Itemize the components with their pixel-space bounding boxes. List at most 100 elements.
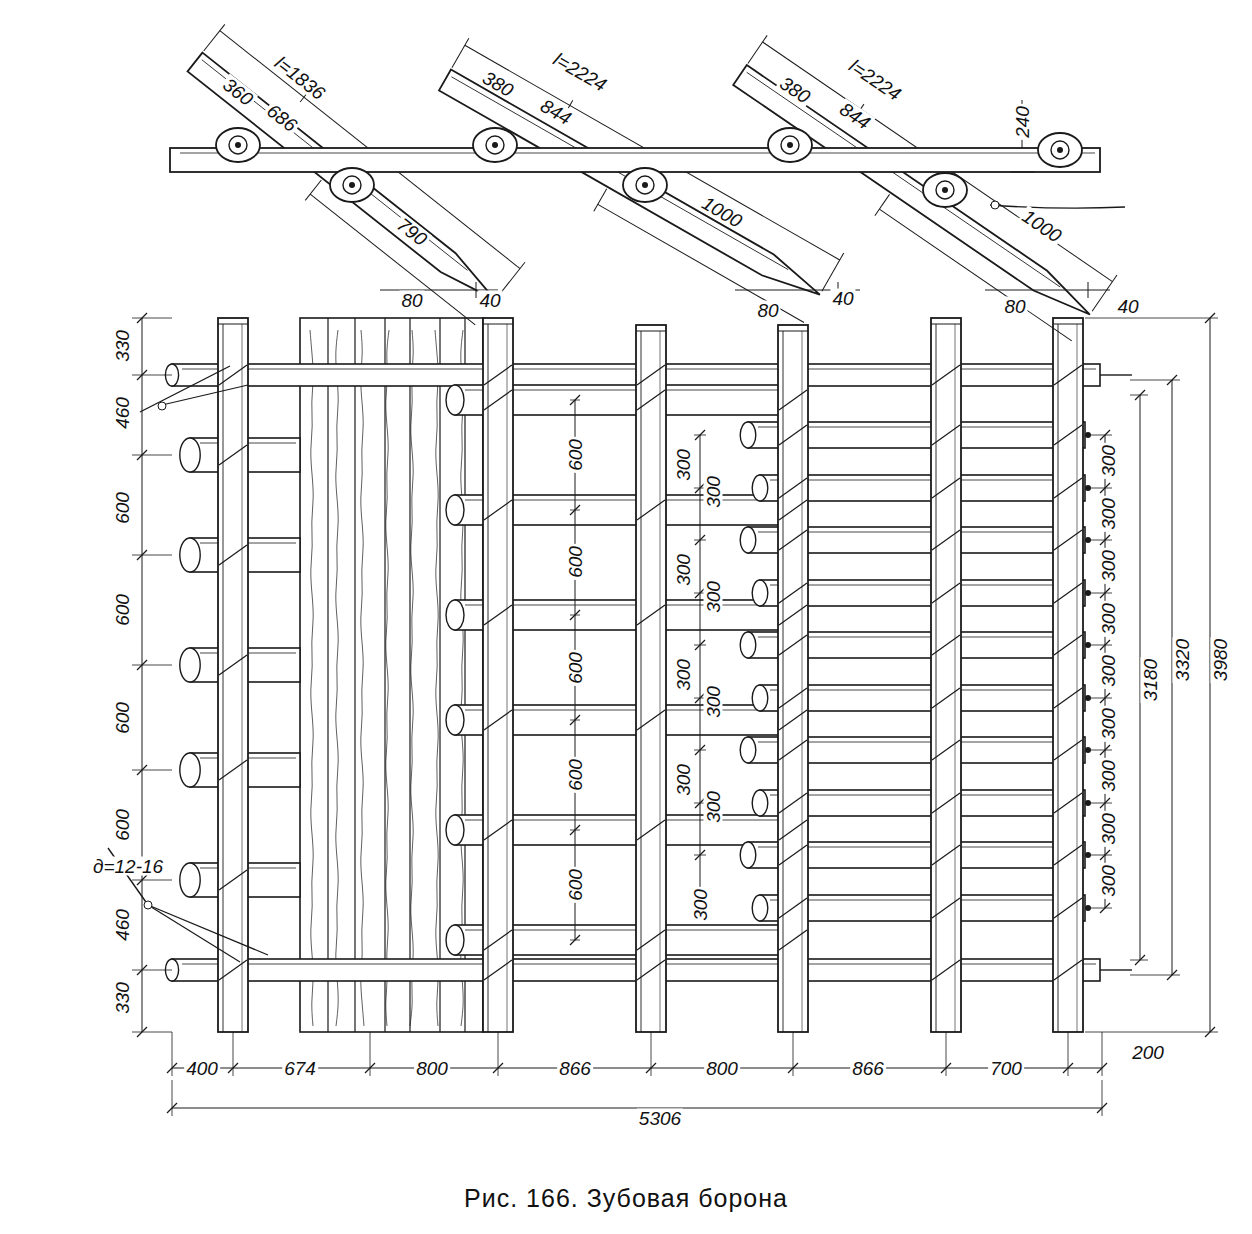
draw-bar bbox=[717, 35, 1117, 347]
dimension-label: 300 bbox=[674, 762, 693, 798]
drawing-line bbox=[695, 850, 705, 860]
figure-caption: Рис. 166. Зубовая борона bbox=[464, 1184, 788, 1213]
drawing-line bbox=[137, 313, 147, 323]
drawing-line bbox=[637, 710, 665, 730]
drawing-line bbox=[1054, 793, 1082, 813]
drawing-line bbox=[1054, 530, 1082, 550]
drawing-line bbox=[779, 500, 807, 520]
drawing-line bbox=[476, 282, 477, 298]
drawing-line bbox=[1100, 374, 1132, 375]
drawing-line bbox=[148, 905, 268, 955]
drawing-line bbox=[931, 324, 961, 325]
dimension-label: 300 bbox=[704, 789, 723, 825]
drawing-line bbox=[439, 318, 440, 1032]
drawing-line bbox=[985, 290, 1110, 291]
drawing-line bbox=[327, 318, 328, 1032]
drawing-line bbox=[132, 555, 172, 556]
drawing-line bbox=[695, 430, 705, 440]
clamp bbox=[1038, 133, 1082, 167]
drawing-line bbox=[932, 365, 960, 385]
drawing-line bbox=[779, 845, 807, 865]
drawing-line bbox=[204, 24, 225, 51]
drawing-line bbox=[218, 324, 248, 325]
drawing-line bbox=[1085, 1032, 1218, 1033]
drawing-line bbox=[1100, 535, 1110, 545]
dimension-label: 460 bbox=[113, 395, 132, 431]
drawing-line bbox=[788, 1063, 798, 1073]
drawing-line bbox=[384, 318, 385, 1032]
dimension-label: 3980 bbox=[1211, 637, 1230, 683]
drawing-line bbox=[1090, 593, 1112, 594]
longitudinal-beam bbox=[483, 318, 513, 1032]
hitch-detail bbox=[170, 24, 1125, 347]
draw-bar bbox=[170, 24, 525, 331]
drawing-line bbox=[1090, 435, 1112, 436]
drawing-line bbox=[1054, 583, 1082, 603]
drawing-line bbox=[451, 77, 788, 270]
drawing-line bbox=[137, 875, 147, 885]
dimension-label: 460 bbox=[113, 907, 132, 943]
drawing-line bbox=[1054, 740, 1082, 760]
dimension-label: 600 bbox=[113, 592, 132, 628]
clamp bbox=[923, 173, 967, 207]
drawing-line bbox=[219, 365, 247, 385]
drawing-line bbox=[1092, 275, 1117, 311]
drawing-line bbox=[783, 331, 784, 1032]
drawing-line bbox=[1090, 908, 1112, 909]
dimension-label: 600 bbox=[566, 757, 585, 793]
dimension-label: 600 bbox=[566, 544, 585, 580]
drawing-line bbox=[1090, 855, 1112, 856]
drawing-line bbox=[822, 253, 844, 291]
drawing-line bbox=[484, 710, 512, 730]
dimension-label: 80 bbox=[399, 291, 424, 310]
drawing-line bbox=[747, 72, 1061, 287]
drawing-line bbox=[219, 545, 247, 565]
harrow-frame bbox=[108, 318, 1132, 1032]
brace-wires bbox=[219, 365, 1082, 980]
dimension-label: 800 bbox=[704, 1059, 740, 1078]
dimension-label: 1000 bbox=[1018, 205, 1067, 247]
drawing-line bbox=[484, 960, 512, 980]
drawing-line bbox=[465, 710, 796, 711]
drawing-line bbox=[465, 930, 796, 931]
dimension-label: 300 bbox=[704, 684, 723, 720]
drawing-line bbox=[1102, 1032, 1103, 1076]
dimension-label: 40 bbox=[1115, 297, 1140, 316]
drawing-line bbox=[570, 715, 580, 725]
dimension-label: д=12-16 bbox=[91, 857, 165, 876]
drawing-line bbox=[779, 425, 807, 445]
drawing-line bbox=[1100, 850, 1110, 860]
drawing-line bbox=[637, 960, 665, 980]
drawing-line bbox=[132, 318, 172, 319]
drawing-line bbox=[1100, 798, 1110, 808]
drawing-line bbox=[779, 820, 807, 840]
drawing-line bbox=[223, 324, 224, 1032]
dimension-label: 300 bbox=[1099, 601, 1118, 637]
longitudinal-beam bbox=[1053, 318, 1083, 1032]
dimension-label: 674 bbox=[282, 1059, 318, 1078]
drawing-line bbox=[1058, 324, 1059, 1032]
drawing-line bbox=[932, 425, 960, 445]
dimension-label: 300 bbox=[674, 552, 693, 588]
drawing-line bbox=[484, 500, 512, 520]
drawing-line bbox=[409, 318, 410, 1032]
drawing-line bbox=[1090, 698, 1112, 699]
drawing-line bbox=[498, 1032, 499, 1076]
drawing-line bbox=[484, 820, 512, 840]
drawing-line bbox=[1100, 483, 1110, 493]
drawing-line bbox=[1077, 324, 1078, 1032]
drawing-line bbox=[140, 366, 230, 412]
drawing-line bbox=[132, 665, 172, 666]
drawing-line bbox=[779, 478, 807, 498]
drawing-line bbox=[132, 1032, 172, 1033]
draw-bar bbox=[425, 38, 844, 329]
drawing-line bbox=[219, 445, 247, 465]
drawing-line bbox=[946, 1032, 947, 1076]
dimension-label: l=2224 bbox=[549, 48, 612, 95]
drawing-line bbox=[1090, 803, 1112, 804]
dimension-label: 400 bbox=[184, 1059, 220, 1078]
drawing-line bbox=[598, 204, 804, 322]
drawing-line bbox=[779, 583, 807, 603]
longitudinal-beam bbox=[636, 325, 666, 1032]
drawing-line bbox=[137, 370, 147, 380]
